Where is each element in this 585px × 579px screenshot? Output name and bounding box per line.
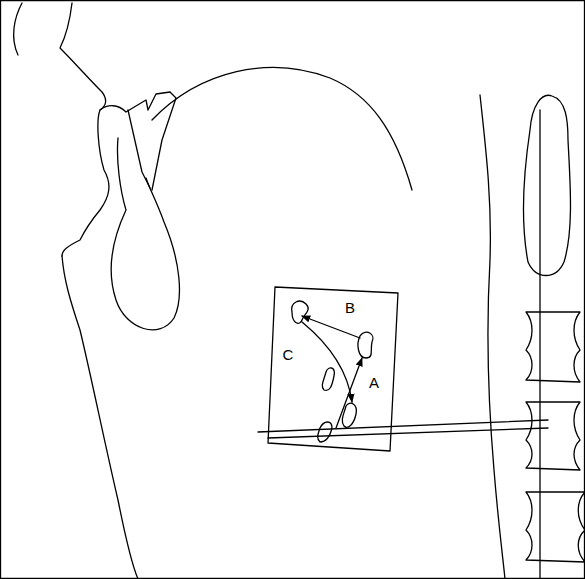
mandible bbox=[111, 138, 179, 330]
hyoid-outline bbox=[322, 368, 334, 390]
vertebra bbox=[526, 312, 580, 382]
dens bbox=[524, 95, 571, 275]
part-letter: B bbox=[345, 300, 355, 315]
motion-arrow bbox=[336, 358, 362, 428]
vertebra bbox=[526, 402, 580, 470]
part-letter: A bbox=[369, 375, 379, 390]
reference-line bbox=[268, 428, 548, 438]
hyoid-outline bbox=[318, 422, 332, 442]
hyoid-outline bbox=[292, 301, 308, 323]
pharyngeal-wall bbox=[480, 95, 505, 579]
neck-line bbox=[62, 256, 138, 579]
uvula bbox=[128, 110, 150, 188]
motion-arrow bbox=[302, 316, 360, 338]
hyoid-outline bbox=[358, 332, 373, 358]
palate bbox=[100, 92, 176, 190]
part-letter: C bbox=[283, 347, 294, 362]
face-profile bbox=[60, 3, 109, 256]
tongue-dorsum bbox=[152, 67, 412, 190]
motion-arrow bbox=[302, 322, 352, 402]
vertebra bbox=[526, 492, 585, 562]
spine-axis bbox=[539, 110, 540, 579]
forehead-line bbox=[14, 3, 22, 55]
